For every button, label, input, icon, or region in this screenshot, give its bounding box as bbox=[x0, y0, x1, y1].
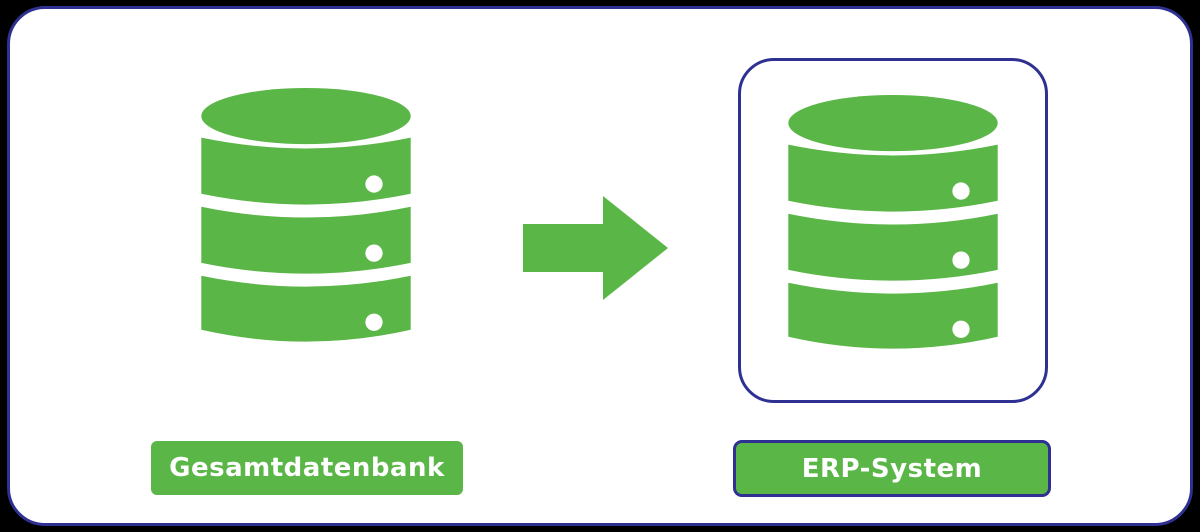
target-label-text: ERP-System bbox=[801, 453, 983, 484]
source-label-text: Gesamtdatenbank bbox=[169, 453, 445, 483]
source-label: Gesamtdatenbank bbox=[151, 441, 463, 495]
arrow-right-icon bbox=[523, 188, 668, 308]
source-database-icon bbox=[198, 88, 414, 360]
target-label: ERP-System bbox=[733, 440, 1051, 497]
target-system-box bbox=[738, 58, 1048, 403]
target-database-icon bbox=[785, 95, 1001, 367]
outer-panel: Gesamtdatenbank ERP-System bbox=[7, 6, 1193, 526]
